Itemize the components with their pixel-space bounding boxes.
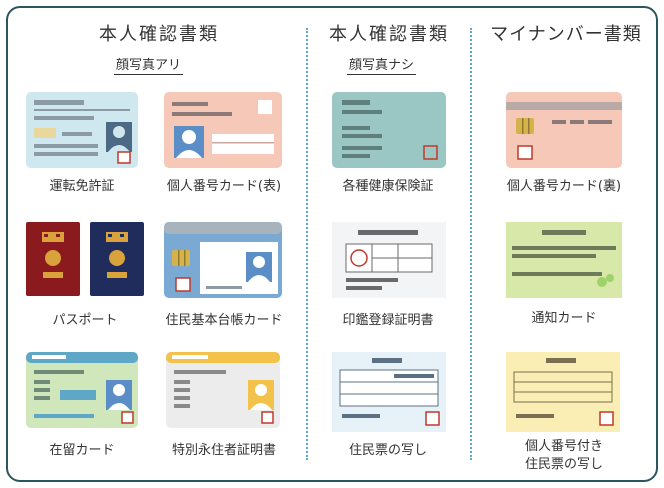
special-permanent-resident-card <box>166 352 280 428</box>
resident-record-label: 住民票の写し <box>348 443 427 458</box>
special-permanent-resident-label: 特別永住者証明書 <box>171 443 276 458</box>
section-title-no-photo: 本人確認書類 <box>329 24 449 45</box>
juki-card <box>164 222 282 298</box>
mynumber-card-back <box>506 92 622 168</box>
section-title-with-photo: 本人確認書類 <box>99 24 219 45</box>
mynumber-card-front <box>164 92 282 168</box>
passport-red <box>26 222 80 296</box>
juki-card-label: 住民基本台帳カード <box>165 313 283 328</box>
seal-certificate-document <box>332 222 446 298</box>
resident-record-with-number-label-line1: 個人番号付き <box>524 439 603 454</box>
section-divider-right <box>470 28 472 460</box>
passport-label: パスポート <box>52 313 118 328</box>
seal-certificate-label: 印鑑登録証明書 <box>342 313 434 328</box>
passport-blue <box>90 222 144 296</box>
section-subtitle-no-photo: 顔写真ナシ <box>347 54 417 75</box>
residence-card-label: 在留カード <box>49 443 115 458</box>
drivers-license-label: 運転免許証 <box>49 179 115 194</box>
resident-record-with-number-document <box>506 352 620 432</box>
resident-record-document <box>332 352 446 432</box>
notification-card-label: 通知カード <box>531 311 597 326</box>
residence-card <box>26 352 138 428</box>
health-insurance-card <box>332 92 446 168</box>
mynumber-card-back-label: 個人番号カード(裏) <box>506 179 622 194</box>
section-divider-left <box>306 28 308 460</box>
section-title-mynumber: マイナンバー書類 <box>490 24 642 45</box>
section-subtitle-with-photo: 顔写真アリ <box>114 54 184 75</box>
resident-record-with-number-label-line2: 住民票の写し <box>524 457 603 472</box>
mynumber-card-front-label: 個人番号カード(表) <box>166 179 282 194</box>
health-insurance-label: 各種健康保険証 <box>342 179 434 194</box>
drivers-license-card <box>26 92 138 168</box>
notification-card <box>506 222 622 298</box>
